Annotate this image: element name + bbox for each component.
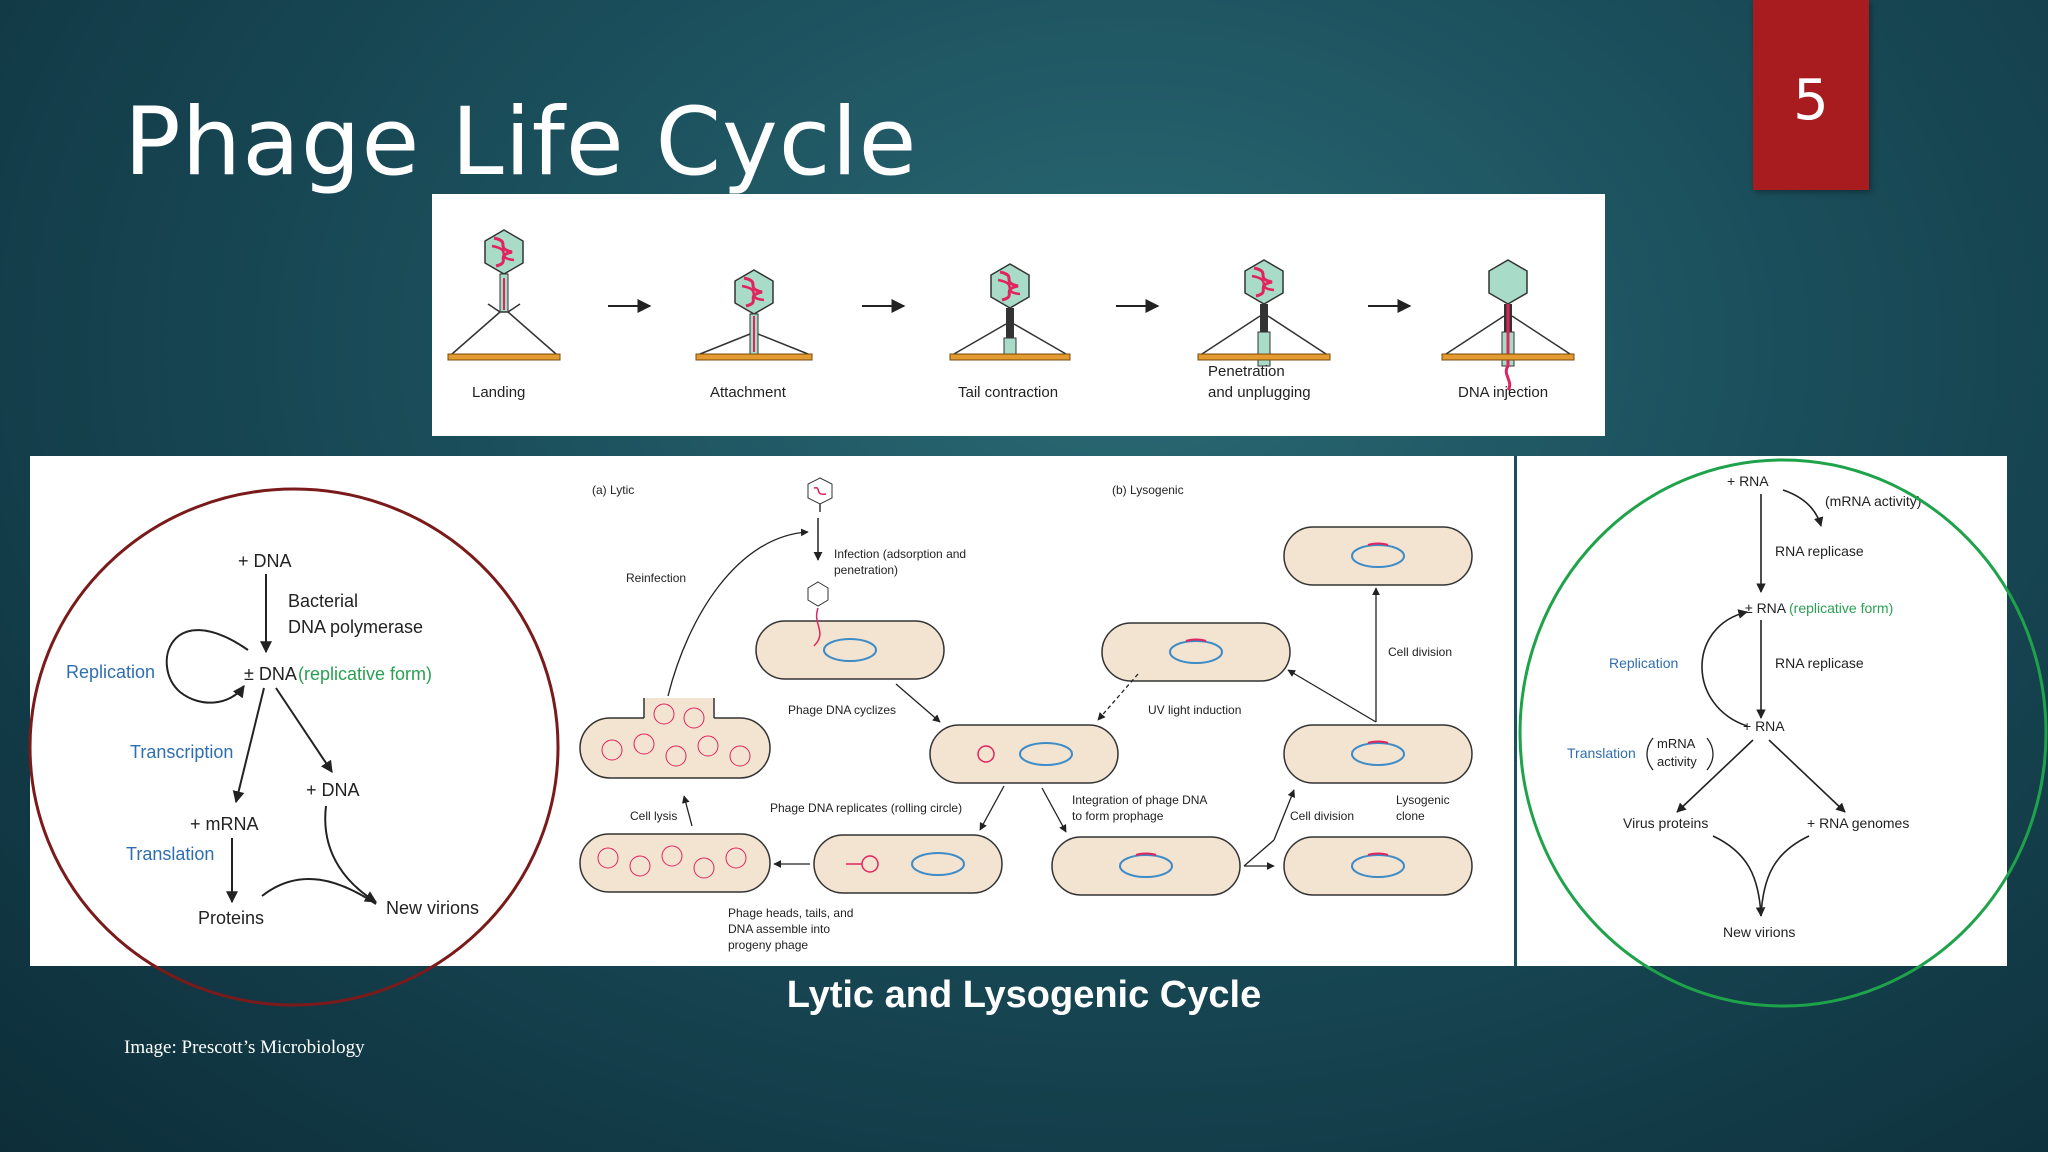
lytic-lysogenic-panel: (a) Lytic (b) Lysogenic Infection (adsor… [578,456,1514,966]
step-attachment [695,268,813,361]
assemble-label-2: DNA assemble into [728,922,830,936]
dna-phage-panel: + DNA Bacterial DNA polymerase Replicati… [30,456,578,966]
integration-label-1: Integration of phage DNA [1072,793,1207,807]
image-credit: Image: Prescott’s Microbiology [124,1037,365,1058]
infection-label-2: penetration) [834,563,898,577]
dna-phage-diagram: + DNA Bacterial DNA polymerase Replicati… [66,551,479,928]
cell-division-label-1: Cell division [1290,809,1354,823]
lysogenic-label: (b) Lysogenic [1112,483,1184,497]
rna-activity-label: activity [1657,754,1697,769]
dna-replication-label: Replication [66,662,155,682]
dna-bacterial-label: Bacterial [288,591,358,611]
dna-proteins-label: Proteins [198,908,264,928]
rna-phage-panel: + RNA (mRNA activity) RNA replicase ± RN… [1517,456,2007,966]
integration-label-2: to form prophage [1072,809,1164,823]
label-unplugging: and unplugging [1208,384,1311,401]
rna-plus-rna-top-label: + RNA [1727,473,1769,489]
rna-pm-rna-label: ± RNA [1745,600,1787,616]
label-landing: Landing [472,384,525,401]
rna-replicase-2-label: RNA replicase [1775,655,1864,671]
dna-polymerase-label: DNA polymerase [288,617,423,637]
slide-caption: Lytic and Lysogenic Cycle [786,974,1262,1016]
dna-plus-dna-2-label: + DNA [306,780,360,800]
uv-induction-label: UV light induction [1148,703,1241,717]
lysogenic-clone-label-2: clone [1396,809,1425,823]
step-dna-injection [1441,259,1575,391]
rna-virus-proteins-label: Virus proteins [1623,815,1708,831]
infection-steps-panel: Landing Attachment Tail contraction Pene… [432,194,1605,436]
infection-label-1: Infection (adsorption and [834,547,966,561]
rna-mrna-activity-label: (mRNA activity) [1825,493,1921,509]
assemble-label-1: Phage heads, tails, and [728,906,853,920]
step-tail-contraction [949,262,1071,361]
rna-new-virions-label: New virions [1723,924,1795,940]
rna-plus-rna-mid-label: + RNA [1743,718,1785,734]
rna-replicase-1-label: RNA replicase [1775,543,1864,559]
lytic-lysogenic-diagram: (a) Lytic (b) Lysogenic Infection (adsor… [579,477,1473,952]
rna-replication-label: Replication [1609,655,1678,671]
dna-cyclizes-label: Phage DNA cyclizes [788,703,896,717]
lytic-label: (a) Lytic [592,483,634,497]
dna-replicative-form-label: (replicative form) [298,664,432,684]
slide-number-badge: 5 [1753,0,1869,190]
reinfection-label: Reinfection [626,571,686,585]
cell-division-label-2: Cell division [1388,645,1452,659]
rna-replicative-form-label: (replicative form) [1789,600,1893,616]
dna-translation-label: Translation [126,844,214,864]
rna-translation-label: Translation [1567,745,1636,761]
dna-new-virions-label: New virions [386,898,479,918]
dna-pm-dna-label: ± DNA [244,664,297,684]
label-attachment: Attachment [710,384,787,401]
slide-number: 5 [1793,67,1829,133]
label-tail-contraction: Tail contraction [958,384,1058,401]
burst-cell [579,698,771,779]
cell-lysis-label: Cell lysis [630,809,677,823]
dna-plus-dna-label: + DNA [238,551,292,571]
panel-separator [1514,456,1517,966]
label-dna-injection: DNA injection [1458,384,1548,401]
lysogenic-clone-label-1: Lysogenic [1396,793,1450,807]
dna-plus-mrna-label: + mRNA [190,814,259,834]
dna-replicates-label: Phage DNA replicates (rolling circle) [770,801,962,815]
rna-genomes-label: + RNA genomes [1807,815,1909,831]
assembly-cell [579,833,771,893]
rna-phage-diagram: + RNA (mRNA activity) RNA replicase ± RN… [1567,473,1921,940]
slide-title: Phage Life Cycle [124,88,918,197]
dna-transcription-label: Transcription [130,742,233,762]
label-penetration: Penetration [1208,363,1285,380]
step-landing [447,228,561,361]
rna-mrna-label: mRNA [1657,736,1696,751]
infection-steps-diagram: Landing Attachment Tail contraction Pene… [447,228,1575,401]
assemble-label-3: progeny phage [728,938,808,952]
step-penetration [1197,258,1331,367]
